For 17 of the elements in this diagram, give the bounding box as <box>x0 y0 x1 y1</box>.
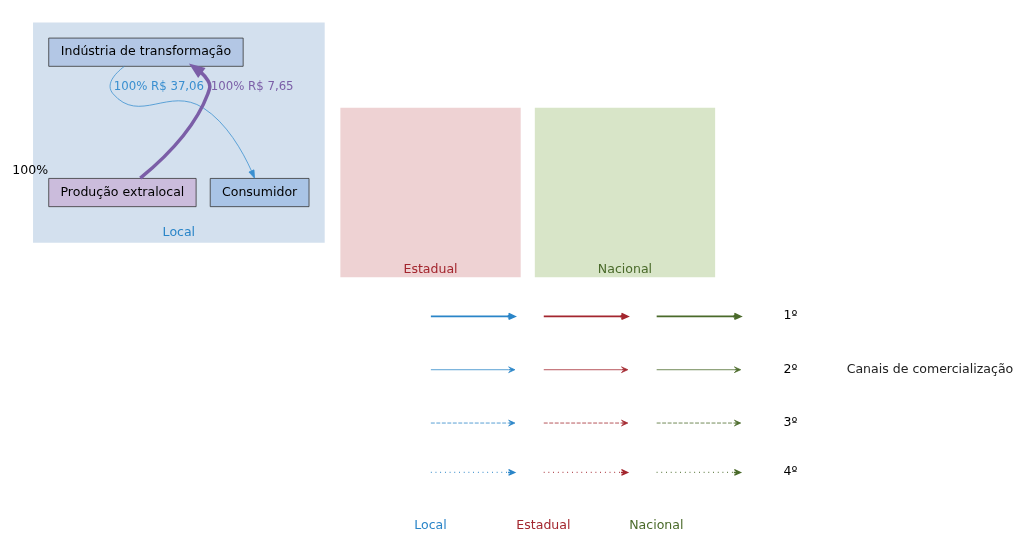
edge-label: 100% R$ 37,06 <box>113 78 205 93</box>
arrow <box>109 65 255 178</box>
edge-label: 100% R$ 7,65 <box>210 78 294 93</box>
node-box: Consumidor <box>209 177 310 207</box>
legend-label: 3º <box>783 413 798 429</box>
node-box: Estadual <box>340 107 521 277</box>
node-box: Nacional <box>534 107 716 277</box>
node-box: Indústria de transformação <box>48 37 244 67</box>
legend-label: 2º <box>783 360 798 376</box>
legend-label: 4º <box>783 462 798 478</box>
node-box: Produção extralocal <box>48 177 197 207</box>
label: Local <box>414 516 447 532</box>
label: Nacional <box>629 516 684 532</box>
arrow <box>139 63 212 180</box>
label: Estadual <box>516 516 571 532</box>
legend-label: 1º <box>783 306 798 322</box>
label: Canais de comercialização <box>846 360 1014 376</box>
